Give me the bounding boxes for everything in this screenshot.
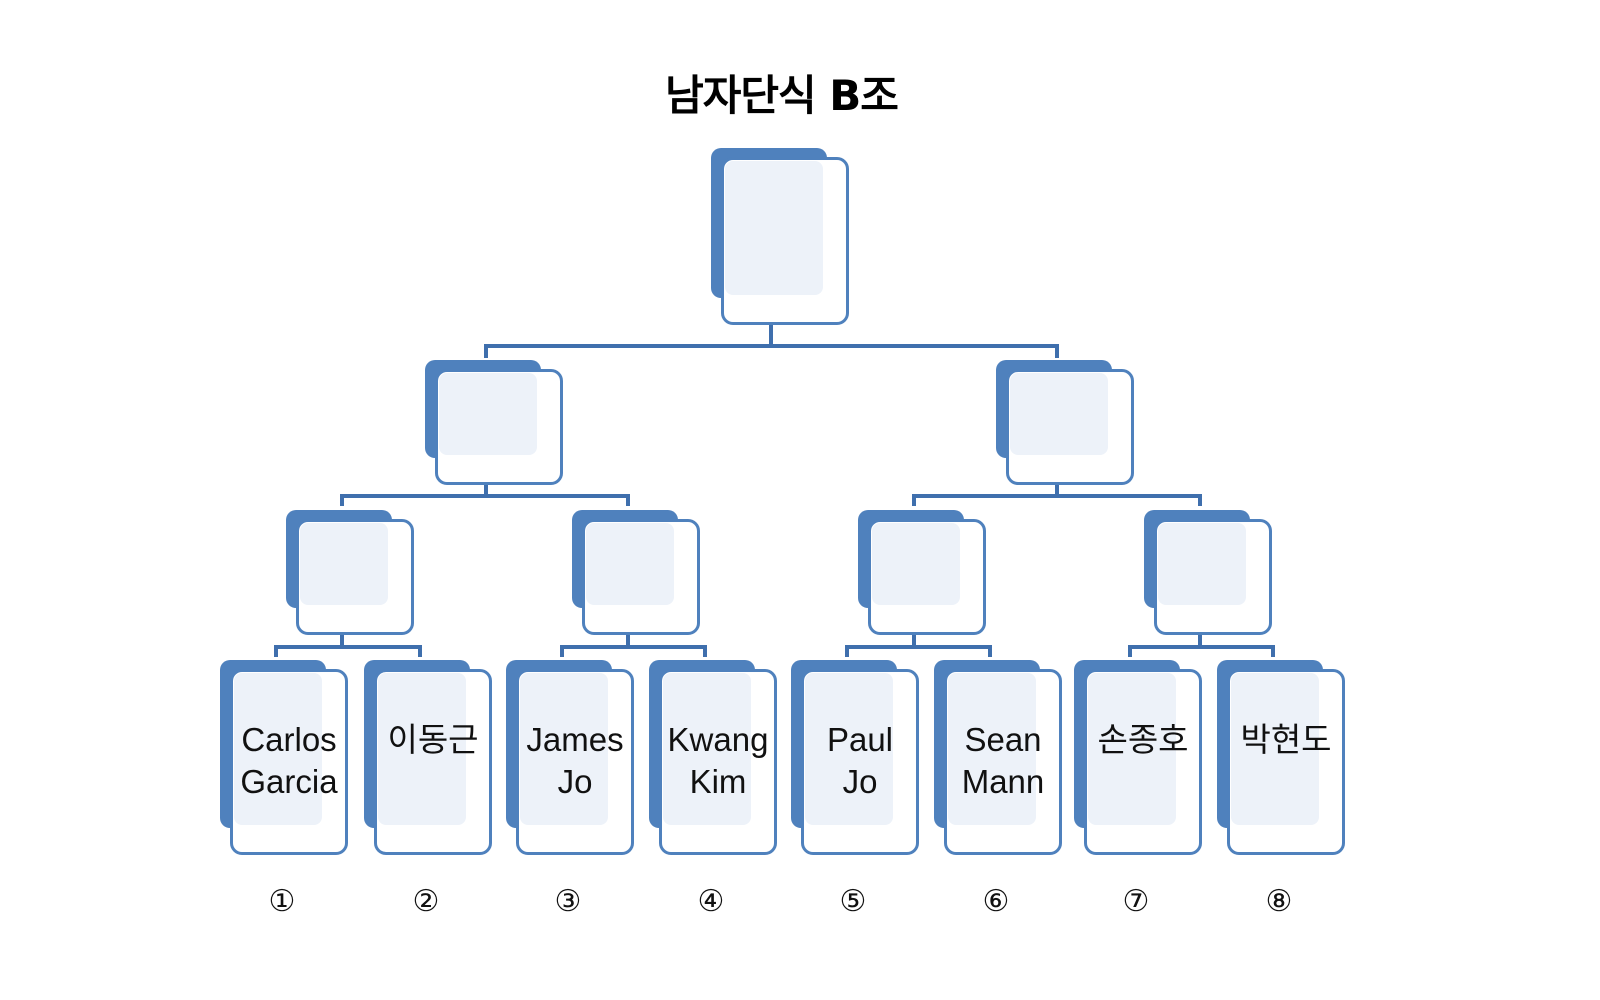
semifinal-connector-line <box>340 494 630 498</box>
card-fill <box>1231 673 1319 825</box>
card-fill <box>948 673 1036 825</box>
quarterfinal-stem-line <box>1198 634 1202 646</box>
card-fill <box>872 523 960 605</box>
player-drop-line <box>845 645 849 657</box>
player-drop-line <box>1128 645 1132 657</box>
quarterfinal-connector-line <box>560 645 707 649</box>
quarterfinal-connector-line <box>1128 645 1275 649</box>
seed-number: ④ <box>697 884 725 919</box>
seed-number: ⑥ <box>982 884 1010 919</box>
player-drop-line <box>703 645 707 657</box>
player-name: 손종호 <box>1097 721 1189 758</box>
seed-number: ① <box>268 884 296 919</box>
card-fill <box>378 673 466 825</box>
final-stem-line <box>769 318 773 348</box>
player-name: 이동근 <box>387 721 479 758</box>
quarterfinal-connector-line <box>845 645 992 649</box>
player-drop-line <box>988 645 992 657</box>
quarterfinal-stem-line <box>912 634 916 646</box>
card-fill <box>1088 673 1176 825</box>
card-fill <box>725 161 823 295</box>
card-fill <box>1010 373 1108 455</box>
card-fill <box>805 673 893 825</box>
player-name: Carlos Garcia <box>240 721 338 800</box>
seed-number: ⑧ <box>1265 884 1293 919</box>
seed-number: ⑦ <box>1122 884 1150 919</box>
player-name: Kwang Kim <box>667 721 769 800</box>
card-fill <box>300 523 388 605</box>
player-drop-line <box>418 645 422 657</box>
seed-number: ② <box>412 884 440 919</box>
semifinal-left-drop-line <box>484 344 488 358</box>
quarterfinal-connector-line <box>274 645 422 649</box>
final-connector-line <box>484 344 1059 348</box>
card-fill <box>586 523 674 605</box>
player-name: Sean Mann <box>961 721 1045 800</box>
card-fill <box>439 373 537 455</box>
player-name: Paul Jo <box>826 721 894 800</box>
player-drop-line <box>274 645 278 657</box>
semifinal-stem-line <box>1055 483 1059 497</box>
seed-number: ⑤ <box>839 884 867 919</box>
player-name: 박현도 <box>1240 721 1332 758</box>
quarterfinal-stem-line <box>340 634 344 646</box>
semifinal-right-drop-line <box>1055 344 1059 358</box>
player-name: James Jo <box>526 721 624 800</box>
player-drop-line <box>1271 645 1275 657</box>
quarterfinal-drop-line <box>1198 494 1202 506</box>
card-fill <box>1158 523 1246 605</box>
player-drop-line <box>560 645 564 657</box>
semifinal-connector-line <box>912 494 1202 498</box>
quarterfinal-drop-line <box>626 494 630 506</box>
semifinal-stem-line <box>484 483 488 497</box>
card-fill <box>234 673 322 825</box>
card-fill <box>663 673 751 825</box>
card-fill <box>520 673 608 825</box>
quarterfinal-drop-line <box>340 494 344 506</box>
seed-number: ③ <box>554 884 582 919</box>
quarterfinal-drop-line <box>912 494 916 506</box>
bracket-title: 남자단식 B조 <box>665 71 899 120</box>
quarterfinal-stem-line <box>626 634 630 646</box>
